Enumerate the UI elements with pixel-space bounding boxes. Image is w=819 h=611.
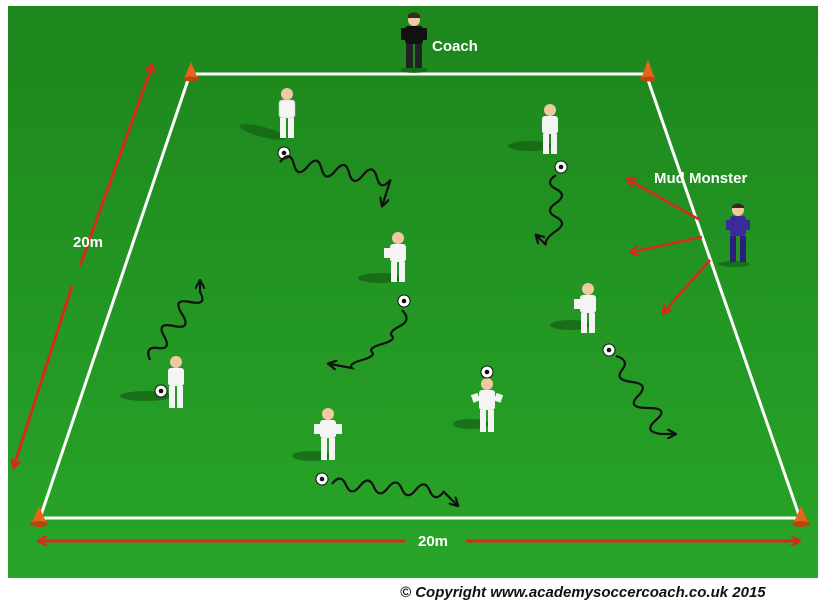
bottom-dimension-label: 20m xyxy=(418,533,448,550)
soccer-ball xyxy=(316,473,328,485)
soccer-ball xyxy=(555,161,567,173)
soccer-ball xyxy=(155,385,167,397)
mud-monster-label: Mud Monster xyxy=(654,170,747,187)
coach-label: Coach xyxy=(432,38,478,55)
left-dimension-label: 20m xyxy=(73,234,103,251)
copyright-text: © Copyright www.academysoccercoach.co.uk… xyxy=(400,584,766,601)
soccer-ball xyxy=(481,366,493,378)
soccer-ball xyxy=(398,295,410,307)
soccer-ball xyxy=(603,344,615,356)
